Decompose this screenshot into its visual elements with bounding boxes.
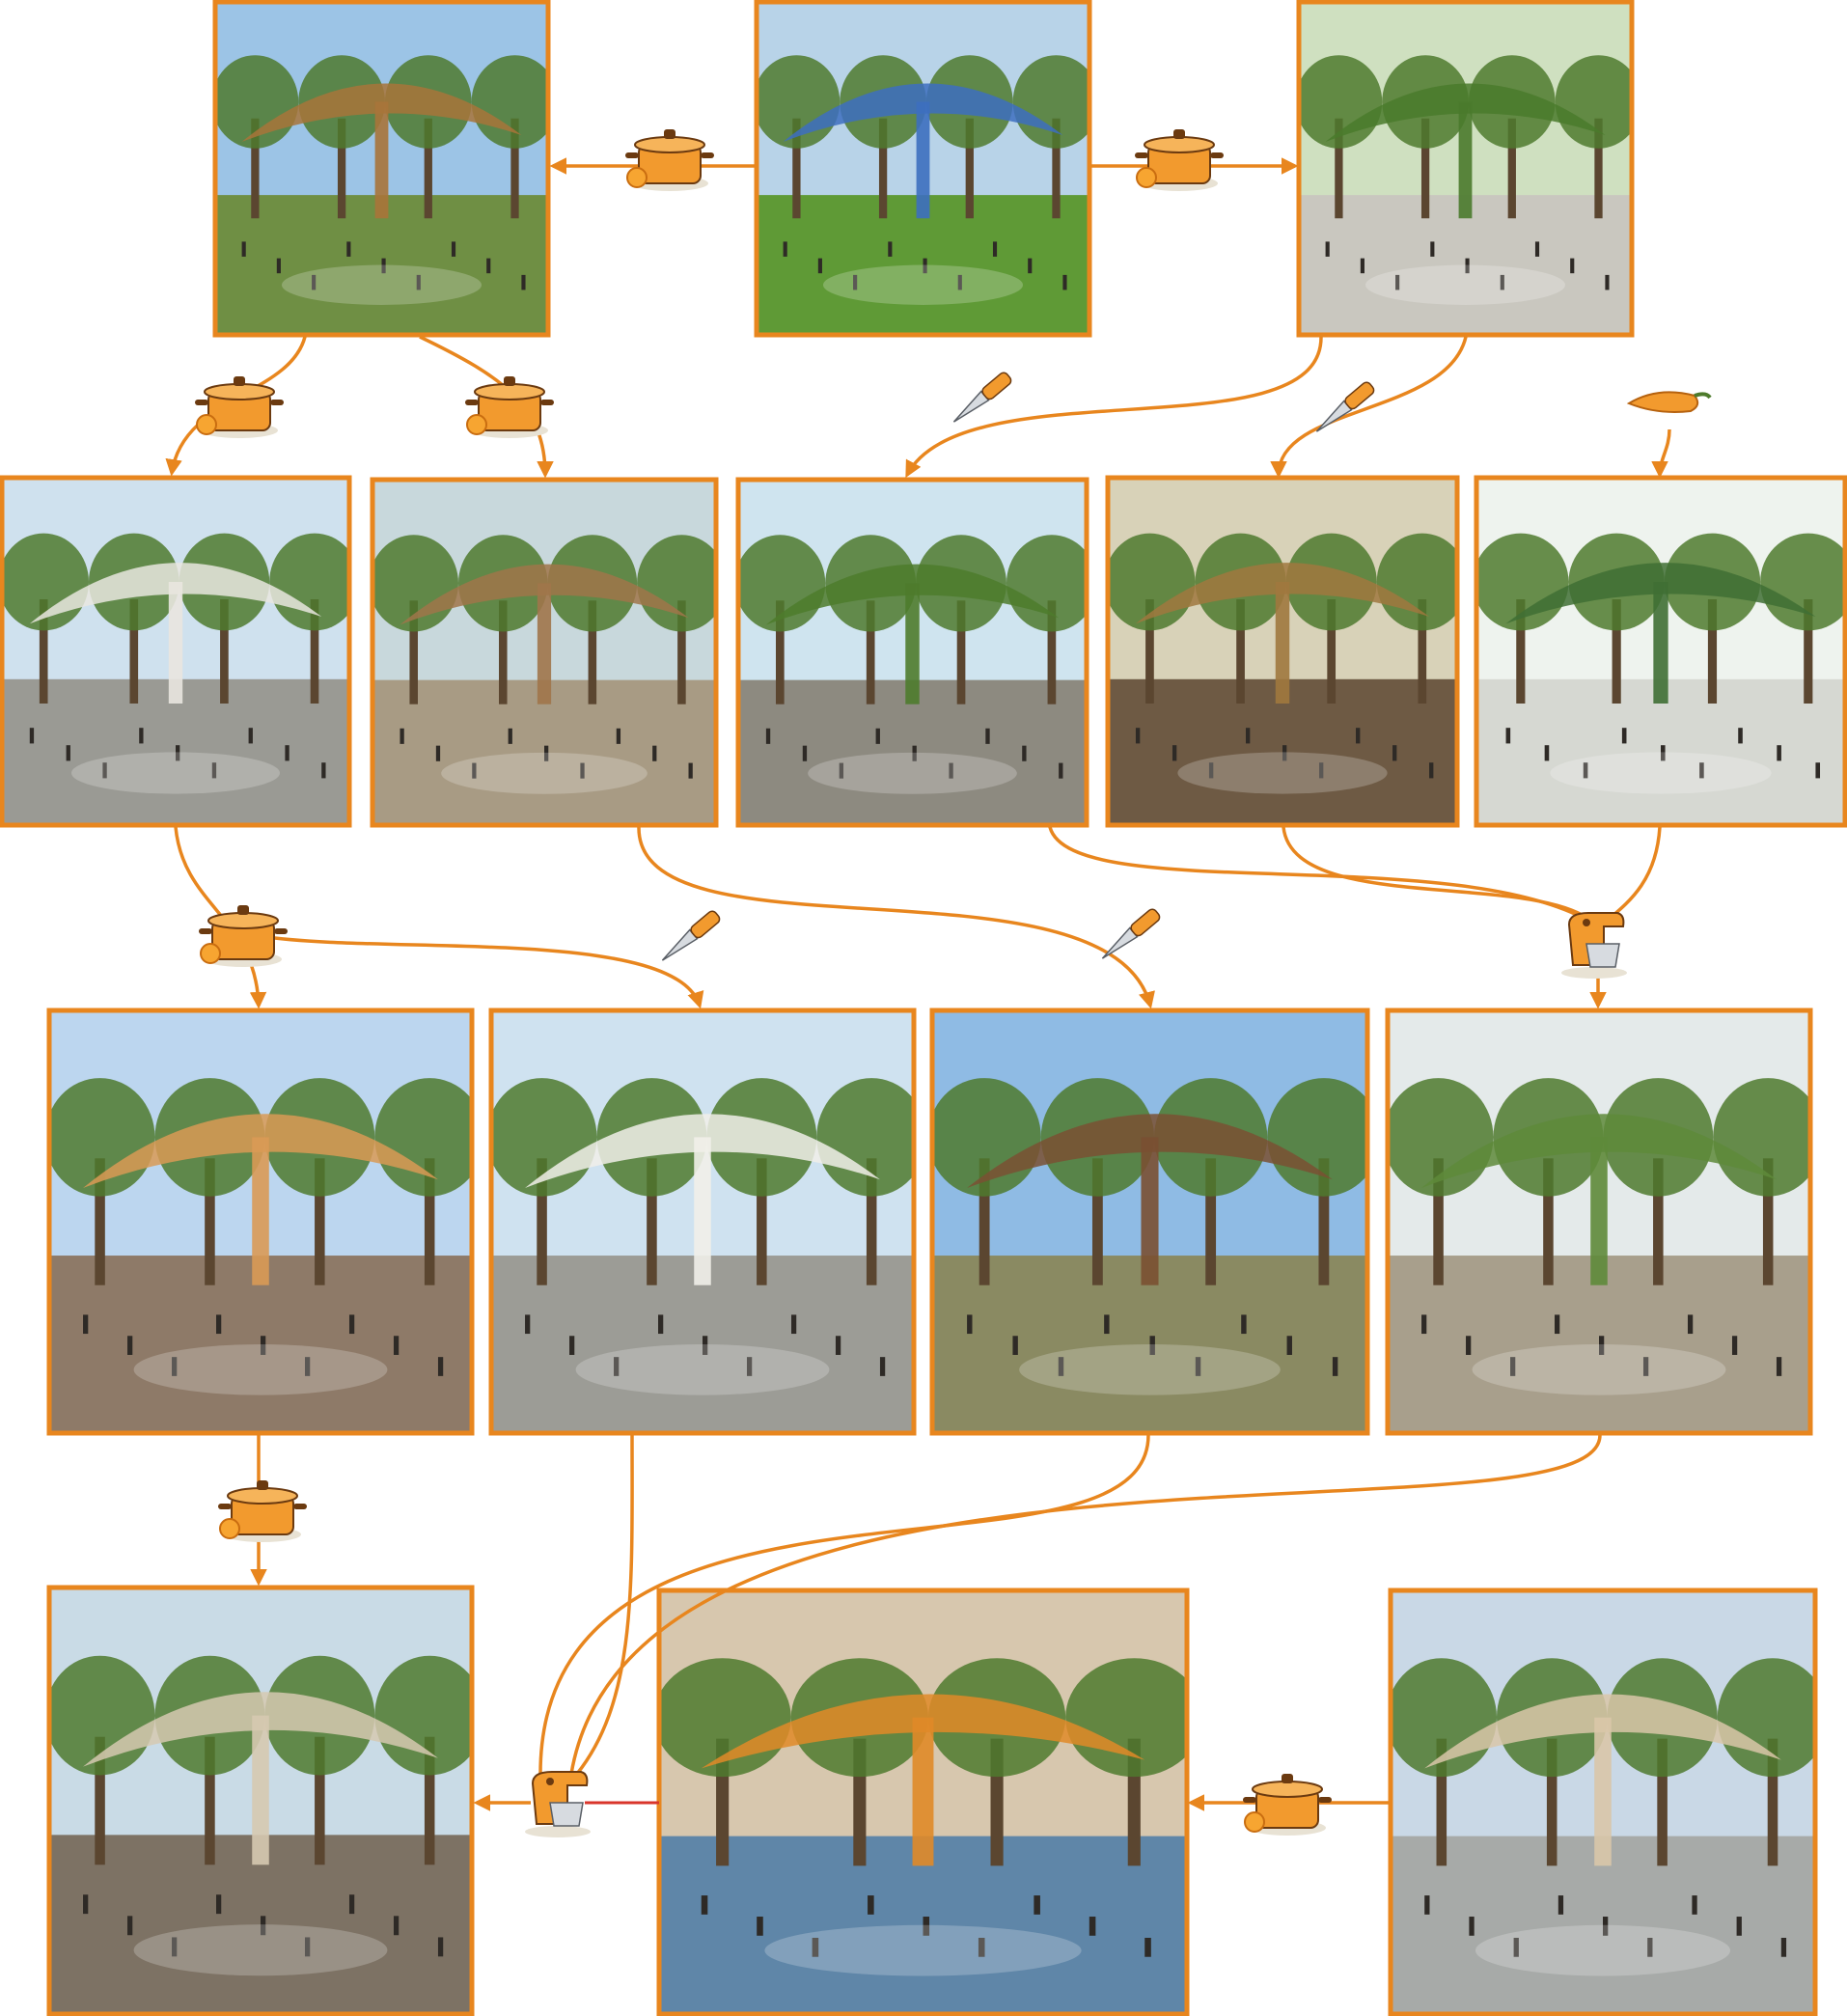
scene-thumbnail: [659, 1590, 1187, 2014]
cooking-pot-icon: [625, 129, 714, 191]
scene-thumbnail: [1108, 478, 1457, 825]
image-node-mushroom-tree-forest[interactable]: [1473, 475, 1847, 828]
cooking-pot-icon: [465, 376, 554, 438]
image-frame: [1296, 0, 1635, 338]
image-node-tree-column-pavilion[interactable]: [369, 477, 726, 828]
cooking-pot-icon: [1135, 129, 1224, 191]
scene-thumbnail: [372, 480, 716, 825]
scene-thumbnail: [215, 2, 548, 335]
cooking-pot-icon: [1243, 1774, 1332, 1836]
edge-column-plaza-to-mixer: [569, 1434, 1602, 1775]
image-node-fabric-canopy-trees[interactable]: [487, 1008, 927, 1436]
edge-pepper-to-mushroom: [1651, 428, 1671, 479]
scene-thumbnail: [1299, 2, 1632, 335]
image-node-sail-canopy[interactable]: [45, 1008, 485, 1436]
knife-icon: [1315, 381, 1375, 432]
scene-thumbnail: [757, 2, 1089, 335]
image-node-glass-building-mural[interactable]: [654, 1588, 1203, 2016]
scene-thumbnail: [49, 1010, 472, 1433]
knife-icon: [661, 910, 721, 961]
image-frame: [46, 1008, 475, 1436]
image-node-white-canopy-plaza[interactable]: [0, 475, 360, 828]
image-node-cafe-terrace[interactable]: [1104, 475, 1467, 828]
image-frame: [488, 1008, 917, 1436]
edge-campus-to-column-plaza: [1048, 826, 1599, 928]
edge-white-canopy-to-sail: [174, 826, 267, 1009]
knife-icon: [952, 372, 1012, 423]
scene-thumbnail: [2, 478, 349, 825]
scene-thumbnail: [1476, 478, 1845, 825]
image-node-open-square-dusk[interactable]: [1387, 1588, 1829, 2016]
image-frame: [370, 477, 719, 828]
cooking-pot-icon: [199, 905, 288, 967]
cooking-pot-icon: [218, 1480, 307, 1542]
image-frame: [46, 1585, 475, 2016]
image-node-green-canopy-campus[interactable]: [734, 477, 1096, 828]
image-node-umbrella-canopy-market[interactable]: [45, 1585, 485, 2016]
image-node-aerial-park[interactable]: [754, 0, 1100, 338]
image-frame: [212, 0, 551, 338]
edge-organic-to-mixer: [538, 1434, 1150, 1775]
chili-pepper-icon: [1626, 391, 1712, 413]
image-frame: [929, 1008, 1370, 1436]
scene-thumbnail: [738, 480, 1087, 825]
stand-mixer-icon: [1561, 912, 1627, 979]
cooking-pot-icon: [195, 376, 284, 438]
image-node-canopy-courtyard[interactable]: [1296, 0, 1642, 338]
image-frame: [735, 477, 1089, 828]
scene-thumbnail: [49, 1588, 472, 2014]
image-node-column-canopy-plaza[interactable]: [1384, 1008, 1824, 1436]
edges: [165, 157, 1671, 1811]
edge-fabric-to-mixer: [575, 1434, 634, 1776]
edge-courtyard-to-cafe: [1270, 336, 1468, 479]
scene-thumbnail: [491, 1010, 914, 1433]
image-frame: [0, 475, 352, 828]
edge-cafe-to-column-plaza: [1282, 826, 1600, 928]
edge-white-canopy-to-fabric: [260, 934, 704, 1009]
scene-thumbnail: [1391, 1590, 1815, 2014]
edge-courtyard-to-green-campus: [905, 336, 1323, 479]
image-node-organic-roof-pavilion[interactable]: [927, 1008, 1380, 1436]
image-node-treehouse-plaza[interactable]: [212, 0, 559, 338]
image-frame: [1385, 1008, 1813, 1436]
knife-icon: [1101, 908, 1161, 959]
scene-thumbnail: [1388, 1010, 1810, 1433]
image-frame: [754, 0, 1092, 338]
stand-mixer-icon: [525, 1771, 591, 1837]
tool-icons: [195, 129, 1712, 1837]
scene-thumbnail: [932, 1010, 1367, 1433]
